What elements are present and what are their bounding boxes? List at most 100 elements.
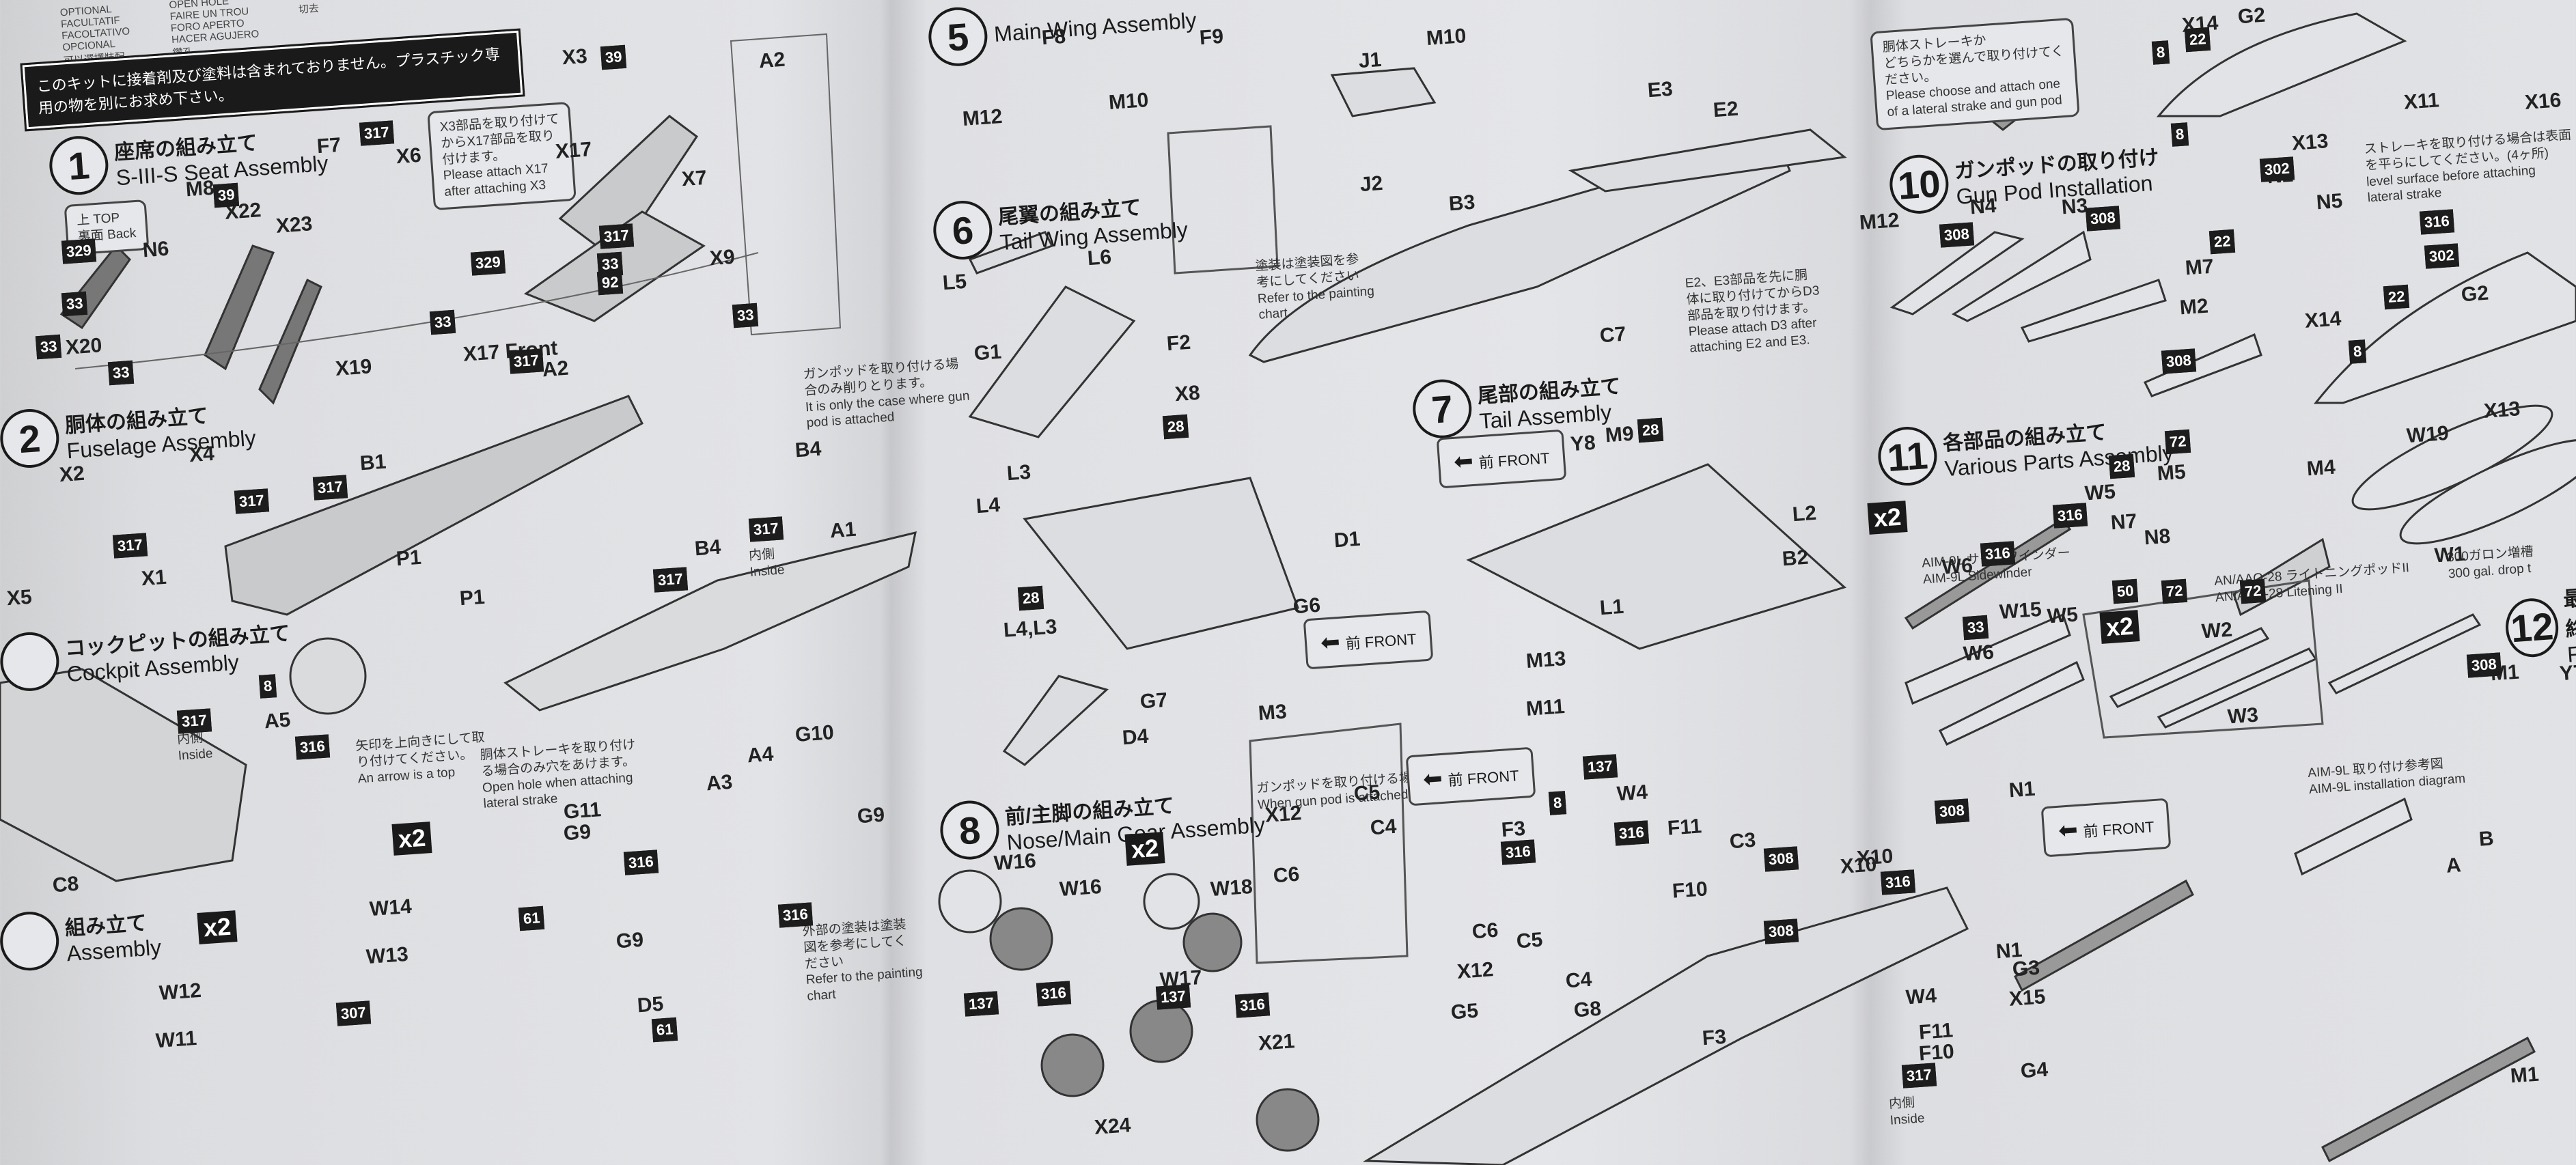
part-label: N5 <box>2315 189 2344 214</box>
part-label: A2 <box>758 48 786 73</box>
quantity-x2-badge: x2 <box>391 822 432 856</box>
part-label: G10 <box>794 721 835 747</box>
part-label: D5 <box>636 992 665 1017</box>
part-label: M11 <box>1525 694 1566 720</box>
left-arrow-icon: ⬅ <box>2057 816 2079 844</box>
instruction-note: 内側 Inside <box>748 546 785 580</box>
paint-code-badge: 22 <box>2208 229 2236 254</box>
part-label: W3 <box>2227 703 2260 729</box>
paint-code-badge: 316 <box>623 850 659 875</box>
front-jp: 前 <box>1478 453 1495 472</box>
paint-code-badge: 308 <box>2467 652 2502 678</box>
pylon-drawing <box>2294 797 2413 876</box>
part-label: B <box>2478 827 2495 851</box>
paint-code-badge: 72 <box>2240 578 2267 604</box>
gun-pod-drawing <box>2020 279 2167 343</box>
part-label: C4 <box>1564 968 1593 993</box>
seat-side-drawing <box>204 244 275 371</box>
gun-pod-drawing <box>1951 230 2092 322</box>
paint-code-badge: 307 <box>335 1000 371 1026</box>
part-label: M3 <box>1258 700 1288 725</box>
front-jp: 前 <box>1447 770 1464 789</box>
part-label: X20 <box>65 333 103 359</box>
paint-code-badge: 137 <box>1155 984 1191 1010</box>
part-label: X23 <box>275 212 314 238</box>
instruction-note: E2、E3部品を先に胴 体に取り付けてからD3 部品を取り付けます。 Pleas… <box>1685 268 1820 356</box>
part-label: X4 <box>188 443 215 467</box>
paint-code-badge: 39 <box>600 45 627 70</box>
part-label: G5 <box>1450 999 1479 1024</box>
paint-code-badge: 316 <box>2053 503 2088 529</box>
quantity-x2-badge: x2 <box>1124 832 1165 866</box>
part-label: C5 <box>1353 781 1381 806</box>
front-jp: 前 <box>2082 822 2099 841</box>
part-label: W18 <box>1210 875 1254 901</box>
step-title-en: Main Wing Assembly <box>993 7 1197 46</box>
part-label: A5 <box>264 708 292 733</box>
step-number: 6 <box>931 198 995 262</box>
part-label: G9 <box>615 928 644 953</box>
part-label: A <box>2445 853 2462 878</box>
paint-code-badge: 8 <box>2171 122 2189 148</box>
stabilizer-drawing <box>1002 675 1109 766</box>
tail-plane-drawing <box>968 231 1054 275</box>
paint-code-badge: 72 <box>2161 578 2188 604</box>
quantity-x2-badge: x2 <box>1867 501 1908 535</box>
part-label: N4 <box>1969 194 1997 219</box>
part-label: L5 <box>942 270 968 294</box>
front-en: FRONT <box>1364 630 1417 651</box>
paint-code-badge: 317 <box>234 488 269 514</box>
part-label: E3 <box>1647 78 1674 102</box>
paint-code-badge: 28 <box>1017 585 1044 610</box>
part-label: W6 <box>1941 554 1973 579</box>
instruction-note: 内側 Inside <box>176 731 213 763</box>
part-label: W4 <box>1905 984 1937 1009</box>
step-number: 8 <box>938 798 1001 862</box>
fuselage-half-drawing <box>224 395 643 616</box>
step-title-jp: 最終 <box>2562 587 2576 641</box>
part-label: X16 <box>2524 89 2562 115</box>
wheel-drawing <box>1256 1088 1320 1152</box>
paint-code-badge: 308 <box>2086 206 2121 231</box>
part-label: L6 <box>1086 245 1113 270</box>
part-label: G6 <box>1292 593 1321 618</box>
seat-side-drawing <box>258 278 322 405</box>
canopy-drawing <box>1330 67 1437 117</box>
paint-code-badge: 316 <box>777 902 813 928</box>
instruction-note: 塗装は塗装図を参 考にしてください Refer to the painting … <box>1254 252 1375 322</box>
paint-code-badge: 317 <box>359 120 394 146</box>
paint-code-badge: 92 <box>597 270 624 296</box>
front-jp: 前 <box>1344 634 1361 653</box>
step-number: 11 <box>1876 425 1939 488</box>
step-number: 10 <box>1887 153 1951 216</box>
part-label: X10 <box>1839 852 1878 878</box>
instruction-note: 胴体ストレーキを取り付け る場合のみ穴をあけます。 Open hole when… <box>479 738 636 812</box>
part-label: G9 <box>562 820 592 845</box>
paint-code-badge: 308 <box>1939 222 1975 248</box>
paint-code-badge: 329 <box>61 238 97 264</box>
part-label: M10 <box>1108 89 1150 115</box>
paint-code-badge: 39 <box>212 183 240 208</box>
paint-code-badge: 28 <box>1637 418 1664 443</box>
missile-drawing <box>2014 879 2194 992</box>
part-label: X1 <box>140 565 167 590</box>
part-label: X17 <box>554 138 593 164</box>
part-label: C3 <box>1729 828 1757 853</box>
part-label: N6 <box>142 237 170 262</box>
engine-fan-drawing <box>289 637 367 715</box>
part-label: Y7 <box>2558 660 2576 686</box>
part-label: P1 <box>395 546 422 571</box>
part-label: C6 <box>1272 862 1301 888</box>
part-label: M12 <box>1859 208 1900 234</box>
part-label: B4 <box>794 437 822 462</box>
tail-fin-drawing <box>968 285 1136 438</box>
part-label: D4 <box>1121 725 1150 750</box>
step-number: 1 <box>47 133 111 197</box>
paint-code-badge: 317 <box>112 532 148 559</box>
front-en: FRONT <box>1497 449 1551 471</box>
part-label: P1 <box>459 585 486 610</box>
paint-code-badge: 317 <box>598 223 634 250</box>
